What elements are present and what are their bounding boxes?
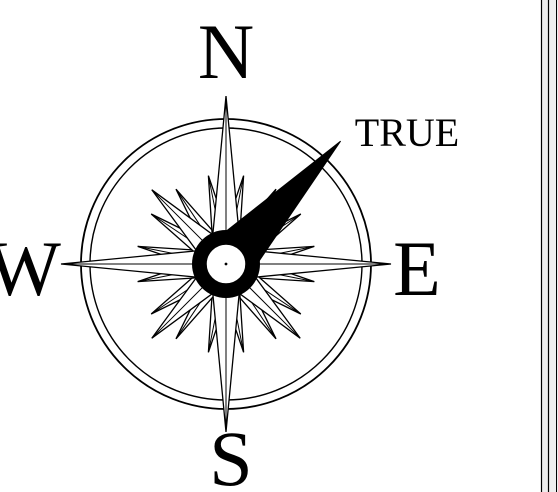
side-panel [541,0,558,492]
needle-label: TRUE [355,110,459,155]
center-hub-icon [192,230,260,298]
north-label: N [198,8,254,95]
east-label: E [393,225,441,312]
west-label: W [0,225,61,312]
south-label: S [209,415,252,492]
